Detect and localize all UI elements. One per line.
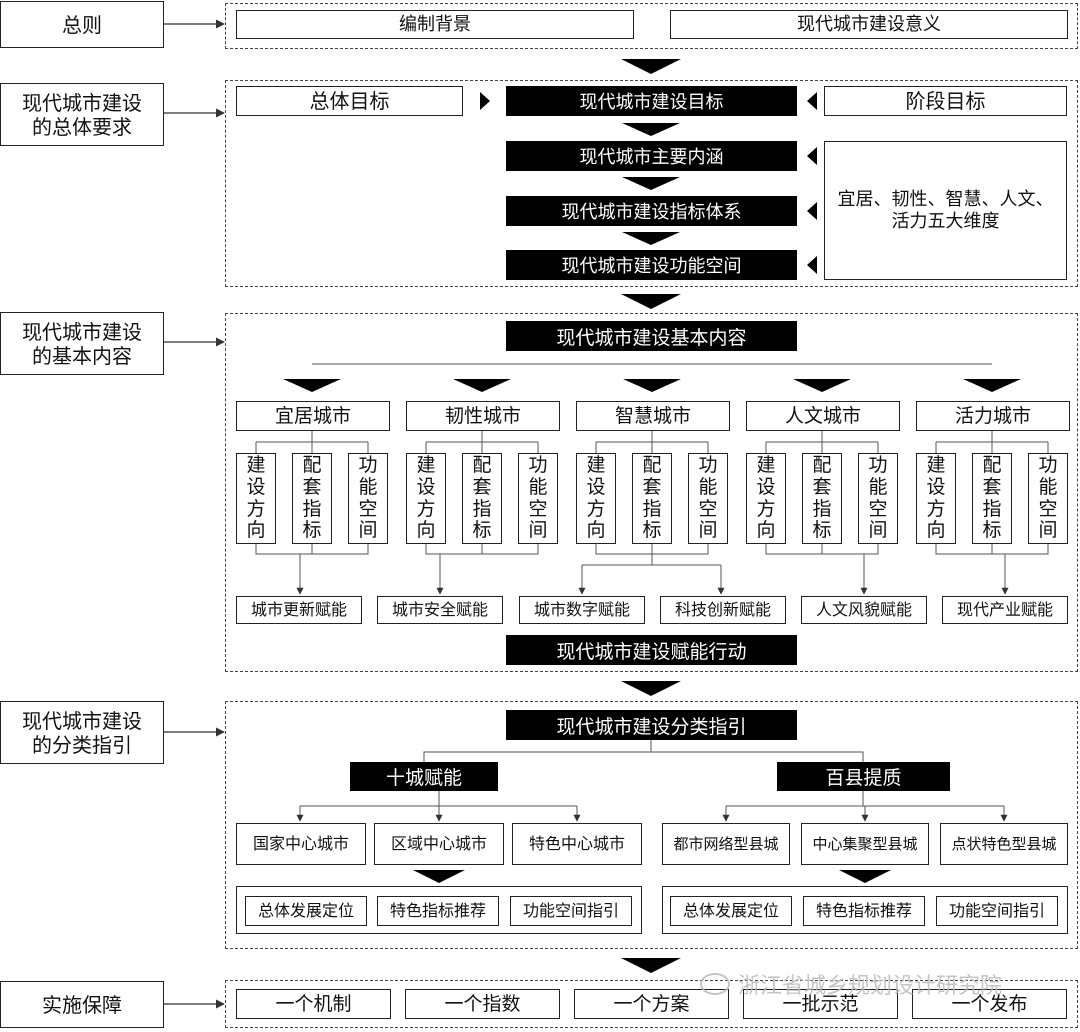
sub-livable-index: 配套指标 <box>292 453 332 544</box>
section-basic: 现代城市建设的基本内容 <box>0 312 164 375</box>
output-left-positioning: 总体发展定位 <box>245 896 367 926</box>
guarantee-plan: 一个方案 <box>574 989 729 1019</box>
empower-safety: 城市安全赋能 <box>377 596 503 624</box>
county-type-point: 点状特色型县城 <box>940 823 1068 865</box>
section-guarantee: 实施保障 <box>0 981 164 1028</box>
sub-vibrant-space: 功能空间 <box>1028 453 1068 544</box>
sub-smart-index: 配套指标 <box>632 453 672 544</box>
sub-resilient-space: 功能空间 <box>518 453 558 544</box>
city-livable: 宜居城市 <box>236 401 390 431</box>
county-type-central: 中心集聚型县城 <box>801 823 929 865</box>
frame-basic <box>225 313 1078 672</box>
empower-culture: 人文风貌赋能 <box>801 596 927 624</box>
down-triangle-3 <box>621 681 681 696</box>
output-left-index: 特色指标推荐 <box>377 896 499 926</box>
down-triangle-2 <box>621 294 681 309</box>
empowerment-action: 现代城市建设赋能行动 <box>506 635 797 665</box>
background-box: 编制背景 <box>236 10 634 39</box>
sub-smart-space: 功能空间 <box>688 453 728 544</box>
down-triangle-1 <box>621 59 681 74</box>
significance-box: 现代城市建设意义 <box>670 10 1068 39</box>
watermark: 浙江省城乡规划设计研究院 <box>700 967 1070 1001</box>
frame-guarantee <box>225 980 1078 1028</box>
empower-renewal: 城市更新赋能 <box>236 596 362 624</box>
overall-goal-box: 总体目标 <box>236 86 463 116</box>
city-smart: 智慧城市 <box>576 401 730 431</box>
group-ten-cities: 十城赋能 <box>350 762 498 791</box>
empower-industry: 现代产业赋能 <box>942 596 1068 624</box>
frame-general <box>225 3 1078 49</box>
county-type-metro: 都市网络型县城 <box>662 823 790 865</box>
sub-resilient-index: 配套指标 <box>462 453 502 544</box>
sub-humanistic-direction: 建设方向 <box>746 453 786 544</box>
output-left-space: 功能空间指引 <box>510 896 632 926</box>
sub-resilient-direction: 建设方向 <box>406 453 446 544</box>
down-triangle-4 <box>621 958 681 973</box>
basic-content-title: 现代城市建设基本内容 <box>506 321 797 351</box>
guarantee-mechanism: 一个机制 <box>236 989 391 1019</box>
stage-goal-box: 阶段目标 <box>824 86 1067 116</box>
city-type-national: 国家中心城市 <box>236 823 366 865</box>
frame-classified <box>225 701 1078 949</box>
sub-humanistic-space: 功能空间 <box>858 453 898 544</box>
output-right-space: 功能空间指引 <box>936 896 1058 926</box>
sub-vibrant-index: 配套指标 <box>972 453 1012 544</box>
empower-digital: 城市数字赋能 <box>519 596 645 624</box>
city-type-regional: 区域中心城市 <box>374 823 504 865</box>
city-type-featured: 特色中心城市 <box>512 823 642 865</box>
city-vibrant: 活力城市 <box>916 401 1070 431</box>
guarantee-release: 一个发布 <box>912 989 1067 1019</box>
chain-function-space: 现代城市建设功能空间 <box>506 250 797 280</box>
chain-goal: 现代城市建设目标 <box>506 86 797 116</box>
dimensions-box: 宜居、韧性、智慧、人文、活力五大维度 <box>824 141 1067 280</box>
sub-vibrant-direction: 建设方向 <box>916 453 956 544</box>
city-resilient: 韧性城市 <box>406 401 560 431</box>
section-classified: 现代城市建设的分类指引 <box>0 701 164 764</box>
sub-livable-space: 功能空间 <box>348 453 388 544</box>
guarantee-demonstration: 一批示范 <box>743 989 898 1019</box>
sub-humanistic-index: 配套指标 <box>802 453 842 544</box>
sub-smart-direction: 建设方向 <box>576 453 616 544</box>
frame-requirements <box>225 80 1078 287</box>
output-right-positioning: 总体发展定位 <box>670 896 792 926</box>
chain-index-system: 现代城市建设指标体系 <box>506 196 797 226</box>
sub-livable-direction: 建设方向 <box>236 453 276 544</box>
empower-innovation: 科技创新赋能 <box>660 596 786 624</box>
wechat-icon <box>700 973 730 995</box>
chain-connotation: 现代城市主要内涵 <box>506 141 797 171</box>
section-general: 总则 <box>0 1 164 48</box>
classification-title: 现代城市建设分类指引 <box>506 710 797 740</box>
group-hundred-counties: 百县提质 <box>777 762 950 791</box>
section-requirements: 现代城市建设的总体要求 <box>0 83 164 146</box>
output-right-index: 特色指标推荐 <box>803 896 925 926</box>
guarantee-index: 一个指数 <box>405 989 560 1019</box>
city-humanistic: 人文城市 <box>746 401 900 431</box>
